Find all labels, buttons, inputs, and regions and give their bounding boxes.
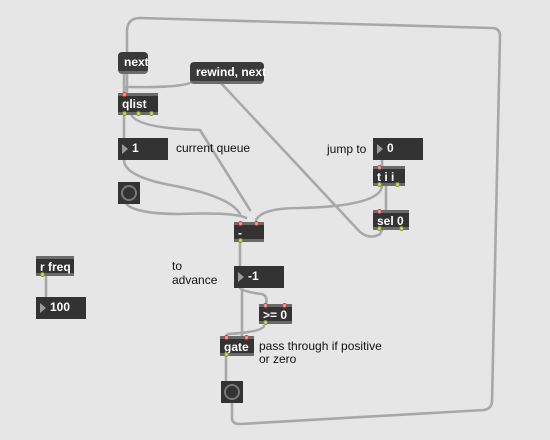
pass-through-line-2: or zero xyxy=(259,352,297,366)
qlist-label: qlist xyxy=(122,97,147,111)
jump-to-number[interactable]: 0 xyxy=(373,138,423,160)
to-advance-line-1: to xyxy=(172,259,183,273)
current-queue-value: 1 xyxy=(132,141,139,155)
to-advance-comment: to advance xyxy=(172,260,217,287)
gate-label: gate xyxy=(224,340,249,354)
output-bang-button[interactable] xyxy=(221,381,243,403)
qlist-object[interactable]: qlist xyxy=(118,92,158,116)
advance-value: -1 xyxy=(248,269,259,283)
next-message-label: next xyxy=(124,55,149,69)
ge-0-label: >= 0 xyxy=(263,308,288,322)
minus-label: - xyxy=(238,226,242,240)
jump-to-comment: jump to xyxy=(327,142,367,156)
cord-tii-minus xyxy=(254,184,384,222)
jump-to-value: 0 xyxy=(387,141,394,155)
rewind-next-message[interactable]: rewind, next xyxy=(190,62,267,84)
output-bang-circle-icon xyxy=(224,384,240,400)
freq-value: 100 xyxy=(50,300,71,314)
bang-circle-icon xyxy=(121,185,137,201)
cord-rewind-sel xyxy=(218,80,384,238)
sel-0-object[interactable]: sel 0 xyxy=(373,209,409,231)
cord-bang-minus xyxy=(122,198,248,220)
cord-adv-ge xyxy=(238,286,268,306)
ge-0-object[interactable]: >= 0 xyxy=(259,303,292,325)
cord-num-minus xyxy=(122,158,242,216)
cord-qlist-minus xyxy=(129,112,252,212)
r-freq-object[interactable]: r freq xyxy=(36,256,74,277)
t-i-i-label: t i i xyxy=(377,170,395,184)
r-freq-label: r freq xyxy=(40,260,71,274)
bang-button[interactable] xyxy=(118,182,140,204)
rewind-next-message-label: rewind, next xyxy=(196,65,267,79)
advance-number[interactable]: -1 xyxy=(234,266,284,288)
gate-object[interactable]: gate xyxy=(220,335,254,357)
pass-through-comment: pass through if positive or zero xyxy=(259,340,382,366)
cord-loop xyxy=(125,16,502,426)
to-advance-line-2: advance xyxy=(172,273,218,287)
sel-0-label: sel 0 xyxy=(377,214,404,228)
current-queue-comment: current queue xyxy=(176,141,251,155)
t-i-i-object[interactable]: t i i xyxy=(373,165,405,187)
cord-rewind-qlist xyxy=(122,78,196,94)
cord-ge-gate xyxy=(224,324,266,338)
current-queue-number[interactable]: 1 xyxy=(118,138,168,160)
next-message[interactable]: next xyxy=(118,52,149,74)
pass-through-line-1: pass through if positive xyxy=(259,339,382,353)
minus-object[interactable]: - xyxy=(234,221,264,243)
freq-number[interactable]: 100 xyxy=(36,297,86,319)
